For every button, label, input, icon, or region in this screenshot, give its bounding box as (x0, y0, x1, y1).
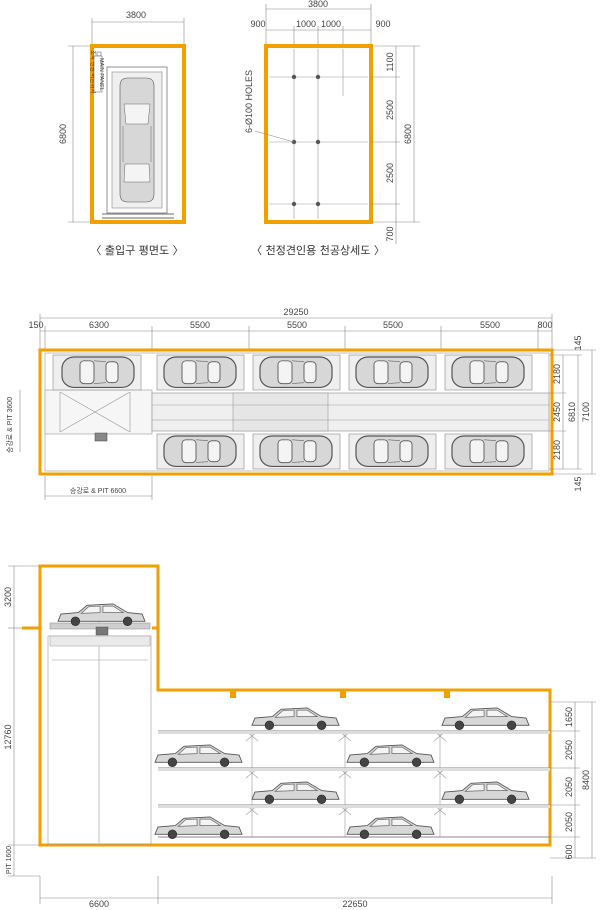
dim-seg-3: 5500 (190, 320, 210, 330)
car-top-view (119, 77, 155, 203)
dim-seg-2: 6300 (89, 320, 109, 330)
dim-right-inner-2: 2450 (552, 402, 562, 422)
dim-bottom-1: 6600 (89, 899, 109, 909)
entrance-wall (90, 44, 186, 224)
parked-cars-section (154, 707, 530, 840)
dim-seg-4: 5500 (287, 320, 307, 330)
lift-pit-label-bottom: 승강로 & PIT 6600 (70, 486, 126, 495)
ceiling-plan-caption: 〈 천정견인용 천공상세도 〉 (251, 243, 385, 257)
power-button-location-label: 조작 전원 버튼위치 (89, 50, 97, 94)
dim-left-2: 12760 (3, 724, 13, 749)
ceiling-hole-plan: 3800 900 1000 1000 900 6-Ø100 HOLES (244, 0, 420, 257)
dim-top-1: 900 (250, 19, 265, 29)
ceiling-holes (291, 74, 321, 207)
dim-right-4: 700 (385, 226, 395, 241)
dim-seg-1: 150 (28, 320, 43, 330)
dim-right-total: 8400 (581, 770, 591, 790)
dim-right-mid: 6810 (567, 402, 577, 422)
dim-top-2: 1000 (296, 19, 316, 29)
floor-plan: 29250 150 6300 5500 5500 5500 5500 800 (5, 307, 596, 500)
entrance-plan-caption: 〈 출입구 평면도 〉 (90, 244, 183, 257)
dim-top-margin: 145 (573, 335, 583, 350)
dim-seg-7: 800 (537, 320, 552, 330)
dim-width-label: 3800 (126, 10, 146, 20)
section-view: 3200 12760 PIT 1600 6600 22650 1650 2050… (3, 564, 596, 909)
holes-label: 6-Ø100 HOLES (244, 70, 254, 133)
dim-right-level-2: 2050 (564, 740, 574, 760)
dim-seg-6: 5500 (480, 320, 500, 330)
dim-seg-5: 5500 (383, 320, 403, 330)
central-aisle (151, 392, 550, 432)
dim-top-4: 900 (375, 19, 390, 29)
dim-total-length: 29250 (283, 307, 308, 317)
dim-height-label: 6800 (58, 124, 68, 144)
underground-wall (152, 626, 552, 847)
dim-left-1: 3200 (3, 587, 13, 607)
dim-bottom-margin: 145 (573, 476, 583, 491)
floor-plan-wall (38, 348, 554, 476)
main-panel-label: MAIN PANEL (98, 58, 104, 91)
rack-structure (158, 730, 550, 838)
entrance-structure-wall (38, 564, 160, 630)
entrance-plan: 3800 6800 조작 전원 버튼위치 MAIN PANEL 〈 출입구 평면… (58, 10, 186, 257)
lift-shaft (44, 389, 153, 435)
dim-bottom-2: 22650 (342, 899, 367, 909)
lift-pit-label-left: 승강로 & PIT 3600 (5, 397, 14, 453)
turntable-frame (106, 66, 168, 214)
lift-shaft-section (47, 635, 152, 845)
dim-right-3: 2500 (385, 163, 395, 183)
dim-top-3: 1000 (321, 19, 341, 29)
dim-right-inner-3: 2180 (552, 440, 562, 460)
dim-right-level-5: 600 (564, 844, 574, 859)
dim-right-level-1: 1650 (564, 707, 574, 727)
dim-right-outer: 7100 (581, 402, 591, 422)
dim-left-pit: PIT 1600 (6, 846, 13, 874)
dim-right-level-3: 2050 (564, 777, 574, 797)
dim-right-level-4: 2050 (564, 812, 574, 832)
dim-height: 6800 (403, 124, 413, 144)
dim-right-inner-1: 2180 (552, 364, 562, 384)
ceiling-wall (264, 44, 373, 224)
dim-right-2: 2500 (385, 100, 395, 120)
dim-right-1: 1100 (385, 52, 395, 71)
dim-total-width: 3800 (308, 0, 328, 9)
